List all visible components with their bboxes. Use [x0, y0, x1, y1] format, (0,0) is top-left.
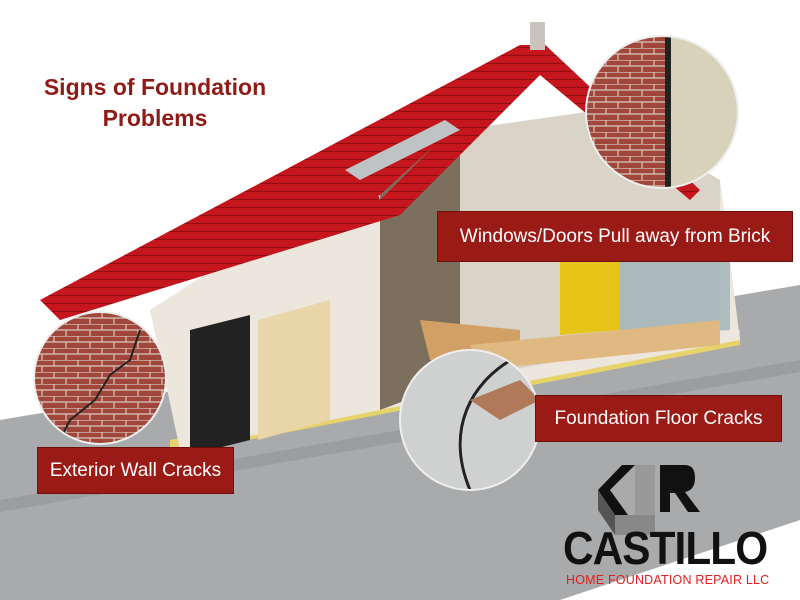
page-title: Signs of Foundation Problems: [20, 72, 290, 134]
title-line-1: Signs of Foundation: [43, 74, 267, 100]
callout-floor-cracks: Foundation Floor Cracks: [535, 395, 782, 442]
exterior-wall-crack-photo: [34, 312, 166, 444]
garage-opening: [190, 315, 250, 455]
roof-slope: [40, 45, 545, 300]
glass-wall: [620, 250, 730, 335]
wood-floor: [470, 320, 720, 370]
logo-name: CASTILLO: [563, 522, 768, 574]
logo-tagline: HOME FOUNDATION REPAIR LLC: [566, 573, 770, 587]
cfr-monogram-logo: [598, 465, 700, 535]
white-corner: [560, 520, 800, 600]
callout-windows-doors: Windows/Doors Pull away from Brick: [437, 211, 793, 262]
exterior-wall-crack-photo-border: [33, 311, 167, 445]
callout-wall-cracks: Exterior Wall Cracks: [37, 447, 234, 494]
roof: [40, 40, 700, 320]
yellow-wall: [560, 245, 620, 335]
brick-gap-photo: [586, 36, 738, 188]
brick-gap-photo-border: [585, 35, 739, 189]
solar-panel: [345, 120, 460, 180]
chimney: [530, 22, 545, 50]
floor-crack-photo: [400, 350, 540, 490]
garage-door: [258, 300, 330, 440]
title-line-2: Problems: [102, 105, 208, 131]
